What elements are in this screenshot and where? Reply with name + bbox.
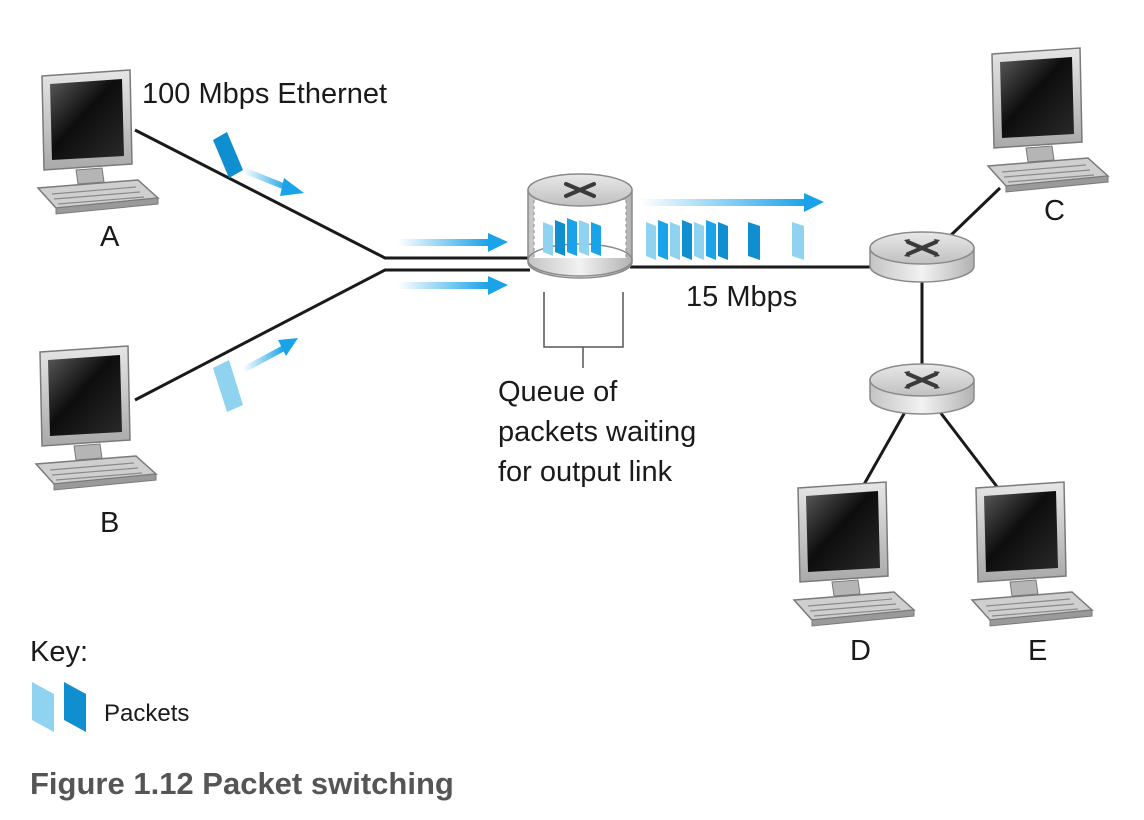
ethernet-link-label: 100 Mbps Ethernet [142,78,387,110]
links [134,128,1002,489]
arrow-from-a-head [280,178,304,196]
figure-caption: Figure 1.12 Packet switching [30,766,454,801]
packet-from-b-icon [213,360,243,412]
legend: Key: Packets [30,636,189,732]
arrow-in-top-icon [398,239,488,246]
queue-label-line-1: Queue of [498,376,618,408]
flow-arrows [241,167,824,373]
link-b-to-router [134,268,530,402]
queue-label-line-3: for output link [498,456,673,488]
output-link-label: 15 Mbps [686,281,797,313]
arrow-from-b-head [278,338,298,356]
router-c-icon [868,230,976,284]
host-c-computer-icon [987,47,1109,193]
packet-icon [543,222,553,256]
host-a-label: A [100,221,120,253]
queue-bracket [543,292,624,368]
packet-from-a-icon [213,132,243,178]
arrow-out-head [804,193,824,212]
packet-icon [682,220,692,260]
packet-icon [555,220,565,256]
host-c-label: C [1044,195,1065,227]
queue-label: Queue of packets waiting for output link [498,376,696,488]
link-router-c-to-host-c [946,186,1002,240]
legend-packet-light-icon [32,682,54,732]
link-router-de-to-host-d [860,411,907,489]
arrow-out-icon [640,199,806,206]
arrow-in-top-head [488,233,508,252]
queue-label-line-2: packets waiting [498,416,696,448]
queued-packets [543,218,601,256]
link-router-de-to-host-e [938,411,1000,489]
router-de-icon [868,362,976,416]
host-e-label: E [1028,635,1047,667]
packet-icon [748,222,760,260]
packets-in-flight [213,132,804,412]
arrow-from-b-icon [241,345,286,373]
packet-icon [706,220,716,260]
host-b-computer-icon [35,345,157,491]
arrow-from-a-icon [241,167,290,191]
arrow-in-bottom-icon [398,282,488,289]
arrow-in-bottom-head [488,276,508,295]
packet-icon [670,222,680,260]
legend-packets-label: Packets [104,700,189,727]
packet-icon [792,222,804,260]
host-d-computer-icon [793,481,915,627]
packet-icon [579,220,589,256]
legend-packet-dark-icon [64,682,86,732]
packet-icon [567,218,577,256]
host-a-computer-icon [37,69,159,215]
link-a-to-router [134,128,530,260]
host-d-label: D [850,635,871,667]
packet-icon [694,222,704,260]
packet-icon [591,222,601,256]
packet-icon [718,222,728,260]
host-b-label: B [100,507,119,539]
packet-icon [646,222,656,260]
packet-icon [658,220,668,260]
legend-title: Key: [30,636,88,668]
host-e-computer-icon [971,481,1093,627]
